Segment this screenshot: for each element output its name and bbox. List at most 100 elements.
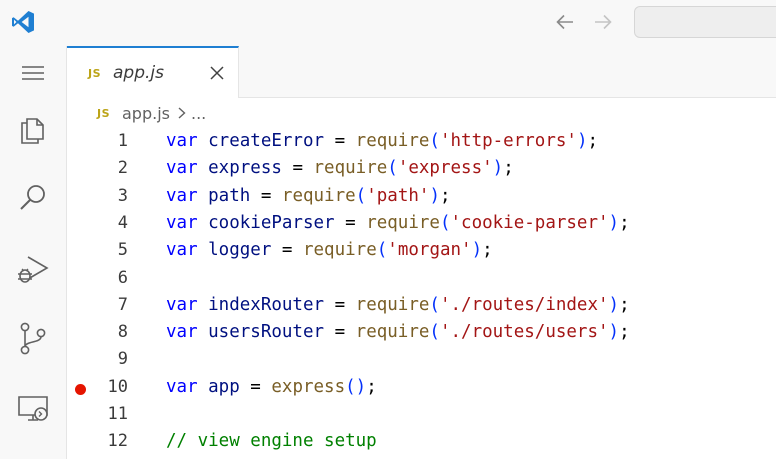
code-token: ) xyxy=(471,240,483,261)
code-token: 'cookie-parser' xyxy=(450,212,609,233)
code-line[interactable]: 9 xyxy=(67,346,776,373)
code-token: = xyxy=(324,322,356,343)
source-control-icon[interactable] xyxy=(14,319,52,357)
code-line[interactable]: 3 var path = require('path'); xyxy=(67,183,776,210)
code-line[interactable]: 10 var app = express(); xyxy=(67,374,776,401)
code-editor[interactable]: 1 var createError = require('http-errors'… xyxy=(67,128,776,459)
code-token: cookieParser xyxy=(197,212,335,233)
line-number: 5 xyxy=(117,240,128,261)
code-text[interactable]: var indexRouter = require('./routes/inde… xyxy=(166,295,630,315)
line-number: 10 xyxy=(107,376,128,397)
line-number: 3 xyxy=(117,185,128,206)
code-line[interactable]: 1 var createError = require('http-errors'… xyxy=(67,128,776,155)
line-number: 1 xyxy=(117,131,128,151)
title-bar xyxy=(0,0,776,46)
code-token: createError xyxy=(197,131,325,151)
run-debug-icon[interactable] xyxy=(14,249,52,287)
line-number: 11 xyxy=(107,404,128,424)
code-token: var xyxy=(166,158,198,179)
code-token: = xyxy=(334,212,367,233)
line-number: 6 xyxy=(117,267,128,288)
code-token: ; xyxy=(366,376,377,397)
code-token: ; xyxy=(619,294,630,315)
breadcrumb-file[interactable]: app.js xyxy=(122,104,170,123)
remote-explorer-icon[interactable] xyxy=(14,389,52,427)
line-number: 2 xyxy=(117,158,128,179)
code-token: 'express' xyxy=(397,158,493,179)
vscode-logo-icon xyxy=(12,11,34,33)
line-number: 4 xyxy=(117,212,128,233)
code-token: require xyxy=(355,322,430,343)
close-icon[interactable] xyxy=(208,64,226,82)
hamburger-menu-icon[interactable] xyxy=(14,54,52,92)
code-token: ; xyxy=(503,158,514,179)
code-token: ; xyxy=(439,185,451,206)
code-token: ( xyxy=(355,185,367,206)
tab-app-js[interactable]: JS app.js xyxy=(67,46,239,98)
code-token: 'morgan' xyxy=(387,240,472,261)
code-token: './routes/index' xyxy=(439,294,609,315)
code-token: ( xyxy=(429,131,440,151)
code-token: ( xyxy=(429,294,440,315)
code-token: require xyxy=(302,240,377,261)
code-token: ) xyxy=(492,158,504,179)
code-text[interactable]: var usersRouter = require('./routes/user… xyxy=(166,322,630,342)
code-text[interactable]: var cookieParser = require('cookie-parse… xyxy=(166,213,630,233)
code-text[interactable]: var path = require('path'); xyxy=(166,186,451,206)
breadcrumb: JS app.js ... xyxy=(67,98,776,128)
code-token: express xyxy=(197,158,282,179)
code-token: var xyxy=(166,240,198,261)
code-text[interactable]: var app = express(); xyxy=(166,377,377,397)
search-icon[interactable] xyxy=(14,179,52,217)
code-token: path xyxy=(197,185,251,206)
code-token: ; xyxy=(482,240,493,261)
code-text[interactable]: // view engine setup xyxy=(166,431,377,451)
code-token: require xyxy=(366,212,440,233)
code-token: var xyxy=(166,376,198,397)
code-line[interactable]: 6 xyxy=(67,265,776,292)
line-number: 9 xyxy=(117,349,128,370)
code-line[interactable]: 8 var usersRouter = require('./routes/use… xyxy=(67,319,776,346)
arrow-right-icon[interactable] xyxy=(592,11,614,33)
arrow-left-icon[interactable] xyxy=(554,11,576,33)
tab-bar: JS app.js xyxy=(67,46,776,98)
code-token: require xyxy=(281,185,356,206)
code-token: var xyxy=(166,294,198,315)
code-token: express xyxy=(271,376,346,397)
code-line[interactable]: 2 var express = require('express'); xyxy=(67,155,776,182)
code-token: ( xyxy=(376,240,388,261)
code-text[interactable]: var logger = require('morgan'); xyxy=(166,240,493,260)
tab-label: app.js xyxy=(113,63,164,83)
code-line[interactable]: 4 var cookieParser = require('cookie-pars… xyxy=(67,210,776,237)
code-token: './routes/users' xyxy=(439,322,609,343)
code-token: logger xyxy=(197,240,272,261)
code-token: ; xyxy=(619,322,630,343)
command-center-search[interactable] xyxy=(634,6,776,38)
code-token: = xyxy=(250,185,282,206)
code-line[interactable]: 11 xyxy=(67,401,776,428)
code-text[interactable]: var createError = require('http-errors')… xyxy=(166,131,598,151)
javascript-file-icon: JS xyxy=(88,67,102,80)
code-token: require xyxy=(355,131,430,151)
code-line[interactable]: 12 // view engine setup xyxy=(67,428,776,455)
code-token: var xyxy=(166,131,198,151)
code-token: ) xyxy=(608,294,620,315)
breadcrumb-symbols[interactable]: ... xyxy=(191,104,207,123)
code-token: var xyxy=(166,322,198,343)
code-text[interactable]: var express = require('express'); xyxy=(166,158,514,178)
code-token: var xyxy=(166,212,198,233)
code-line[interactable]: 5 var logger = require('morgan'); xyxy=(67,237,776,264)
code-token: = xyxy=(239,376,272,397)
code-token: usersRouter xyxy=(197,322,325,343)
line-number: 12 xyxy=(107,431,128,452)
files-icon[interactable] xyxy=(14,109,52,147)
code-token: var xyxy=(166,185,198,206)
line-number: 8 xyxy=(117,322,128,343)
breakpoint-icon[interactable] xyxy=(75,383,86,395)
code-token: require xyxy=(355,294,430,315)
code-token: ; xyxy=(619,212,630,233)
chevron-right-icon xyxy=(178,107,186,119)
code-token: ) xyxy=(576,131,588,151)
code-token: = xyxy=(271,240,303,261)
